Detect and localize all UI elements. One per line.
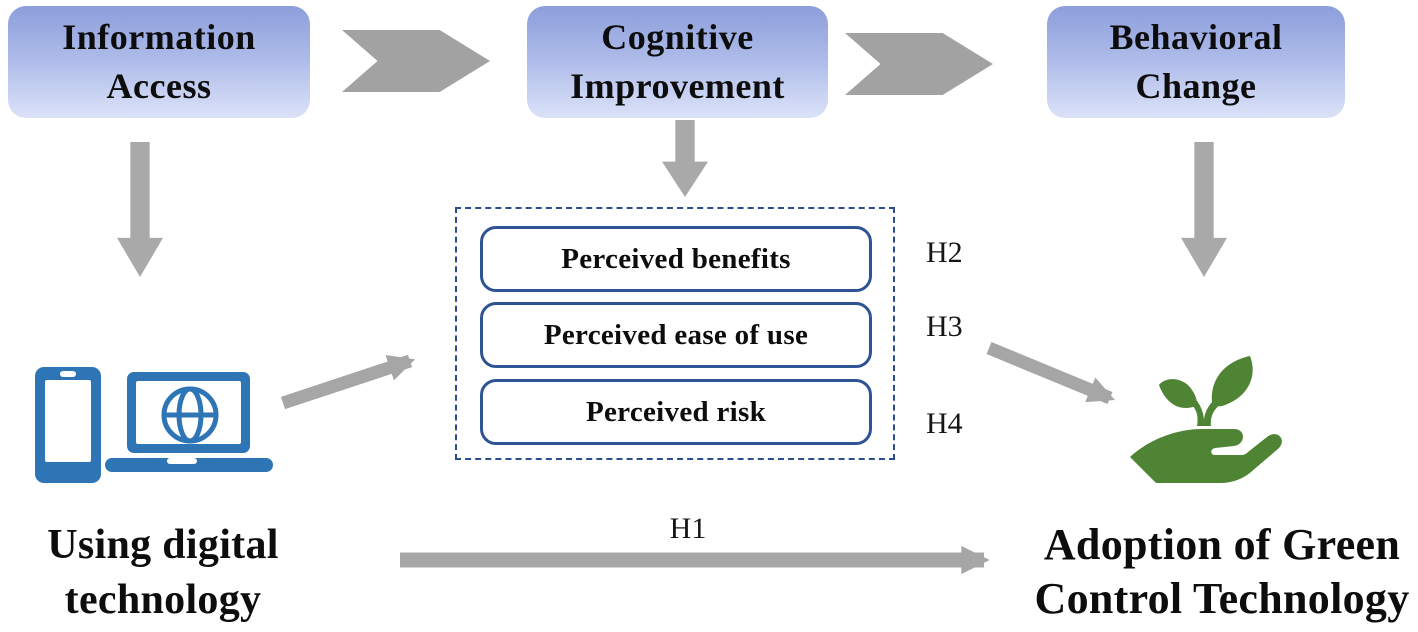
laptop-globe-icon xyxy=(105,372,273,472)
flow-box-label-line: Behavioral xyxy=(1109,17,1283,57)
hand-holding-seedling-icon xyxy=(1130,356,1282,483)
flow-box-cognitive-improvement: Cognitive Improvement xyxy=(527,6,828,118)
mediator-box-perceived-ease-of-use: Perceived ease of use xyxy=(480,302,872,368)
mediator-panel: Perceived benefits Perceived ease of use… xyxy=(455,207,895,460)
caption-line: Using digital xyxy=(47,522,279,568)
flow-box-label-line: Cognitive xyxy=(601,17,754,57)
flow-box-label-line: Improvement xyxy=(570,66,785,106)
arrow-down-icon xyxy=(662,120,708,197)
flow-box-label-line: Change xyxy=(1135,66,1257,106)
mediator-box-perceived-risk: Perceived risk xyxy=(480,379,872,445)
flow-box-label-line: Information xyxy=(62,17,256,57)
mediator-label: Perceived ease of use xyxy=(543,318,809,351)
caption-line: technology xyxy=(64,577,262,623)
arrow-mediators-to-adoption-icon xyxy=(986,341,1115,405)
chevron-right-icon xyxy=(342,30,490,92)
hypothesis-label-h2: H2 xyxy=(926,236,963,269)
smartphone-laptop-icon xyxy=(35,367,273,483)
arrow-h1-icon xyxy=(400,545,990,575)
leaf-right xyxy=(1211,356,1253,407)
flow-box-information-access: Information Access xyxy=(8,6,310,118)
hypothesis-label-h1: H1 xyxy=(669,512,707,545)
stem2 xyxy=(1203,397,1222,426)
hypothesis-label-h4: H4 xyxy=(926,407,963,440)
smartphone-icon xyxy=(35,367,101,483)
mediator-label: Perceived benefits xyxy=(561,242,791,275)
caption-adoption-green-control-technology: Adoption of Green Control Technology xyxy=(1032,518,1412,626)
caption-line: Adoption of Green xyxy=(1043,520,1401,569)
flow-box-label-line: Access xyxy=(106,66,212,106)
hand xyxy=(1130,429,1282,483)
mediator-label: Perceived risk xyxy=(585,395,767,428)
arrow-devices-to-mediators-icon xyxy=(280,354,416,410)
arrow-down-icon xyxy=(1181,142,1227,277)
chevron-right-icon xyxy=(845,33,993,95)
flow-box-behavioral-change: Behavioral Change xyxy=(1047,6,1345,118)
caption-using-digital-technology: Using digital technology xyxy=(8,518,318,628)
stem xyxy=(1187,395,1205,426)
hypothesis-label-h3: H3 xyxy=(926,310,963,343)
leaf-left xyxy=(1159,379,1197,408)
mediator-box-perceived-benefits: Perceived benefits xyxy=(480,226,872,292)
caption-line: Control Technology xyxy=(1034,574,1410,623)
arrow-down-icon xyxy=(117,142,163,277)
